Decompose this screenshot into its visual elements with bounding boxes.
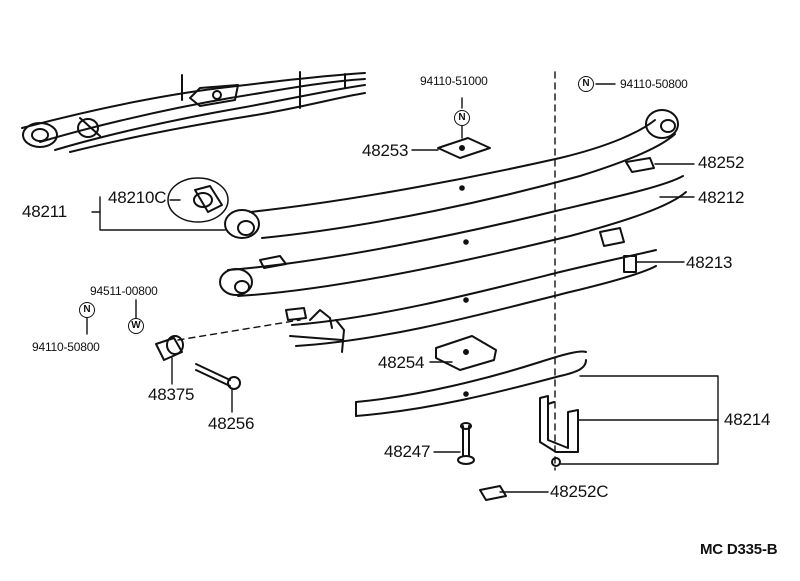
n-badge-icon: N	[454, 110, 470, 126]
seat-48254	[435, 335, 497, 371]
n-badge-icon: N	[79, 302, 95, 318]
label-48252: 48252	[698, 153, 745, 172]
bolt-48247	[457, 422, 475, 465]
label-48254: 48254	[378, 353, 425, 372]
assembled-spring-illustration	[21, 71, 366, 153]
bolt-48256	[195, 363, 241, 390]
leaf-48211	[224, 109, 679, 239]
diagram-code: MC D335-B	[700, 541, 778, 558]
w-badge-icon: W	[128, 318, 144, 334]
n-badge-icon: N	[578, 76, 594, 92]
label-48214: 48214	[724, 410, 771, 429]
label-48247: 48247	[384, 442, 431, 461]
label-48256: 48256	[208, 414, 255, 433]
label-94511-00800: 94511-00800	[90, 284, 158, 298]
leaf-48212	[219, 157, 687, 297]
label-48212: 48212	[698, 188, 745, 207]
label-94110-50800-left: 94110-50800	[32, 340, 100, 354]
label-48253: 48253	[362, 141, 409, 160]
bushing-48210c	[167, 177, 229, 223]
label-48375: 48375	[148, 385, 195, 404]
label-48211: 48211	[22, 202, 68, 221]
pad-48252c	[479, 485, 507, 501]
bottom-leaf	[355, 350, 587, 417]
label-48213: 48213	[686, 253, 733, 272]
seat-48253	[437, 137, 491, 159]
leaf-48213	[285, 227, 657, 353]
label-48252c: 48252C	[550, 482, 609, 501]
label-48210c: 48210C	[108, 188, 167, 207]
label-94110-51000: 94110-51000	[420, 74, 488, 88]
clip-48214	[539, 395, 579, 467]
bushing-48375	[155, 335, 184, 361]
label-94110-50800-top: 94110-50800	[620, 77, 688, 91]
